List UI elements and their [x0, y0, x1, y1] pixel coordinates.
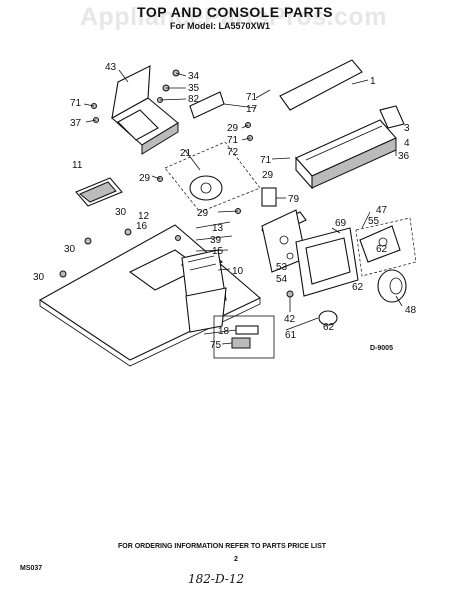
- model-subtitle: For Model: LA5570XW1: [170, 21, 271, 31]
- callout-numbers: 43 34 35 82 71 37 71 17 1 29 71 72 3 4 3…: [33, 62, 417, 351]
- callout: 62: [376, 244, 388, 255]
- callout: 71: [246, 92, 258, 103]
- callout: 21: [180, 148, 192, 159]
- callout: 13: [212, 223, 224, 234]
- watermark: AppliancePartsPros.com: [80, 3, 387, 31]
- callout: 71: [70, 98, 82, 109]
- callout: 34: [188, 71, 200, 82]
- callout: 42: [284, 314, 296, 325]
- callout: 11: [72, 160, 83, 171]
- callout: 62: [323, 322, 335, 333]
- callout: 43: [105, 62, 117, 73]
- callout: 61: [285, 330, 297, 341]
- drawing-number: D-9005: [370, 345, 393, 352]
- page-title: TOP AND CONSOLE PARTS: [137, 4, 333, 20]
- lid-switch: [213, 315, 275, 359]
- callout: 71: [227, 135, 239, 146]
- callout: 75: [210, 340, 222, 351]
- console-cover-panel: [189, 59, 363, 119]
- callout: 30: [115, 207, 127, 218]
- callout: 39: [210, 235, 222, 246]
- callout: 1: [370, 76, 376, 87]
- console-end-cap-left: [111, 65, 179, 155]
- callout: 72: [227, 147, 239, 158]
- callout: 69: [335, 218, 347, 229]
- callout: 35: [188, 83, 200, 94]
- callout: 53: [276, 262, 288, 273]
- callout: 12: [138, 211, 150, 222]
- page-code: MS037: [20, 565, 43, 572]
- callout: 62: [352, 282, 364, 293]
- control-knob: [318, 269, 407, 326]
- ordering-note: FOR ORDERING INFORMATION REFER TO PARTS …: [118, 543, 327, 550]
- page-number: 2: [234, 556, 238, 563]
- lint-screen: [75, 177, 123, 207]
- handwritten-note: 182-D-12: [188, 572, 245, 586]
- callout: 55: [368, 216, 380, 227]
- callout: 10: [232, 266, 244, 277]
- lid-assembly: [181, 249, 227, 333]
- callout: 17: [246, 104, 258, 115]
- control-console-housing: [295, 105, 405, 190]
- callout: 29: [139, 173, 151, 184]
- callout: 18: [218, 326, 230, 337]
- leader-lines: [83, 69, 403, 345]
- callout: 36: [398, 151, 410, 162]
- callout: 71: [260, 155, 272, 166]
- callout: 79: [288, 194, 300, 205]
- callout: 37: [70, 118, 82, 129]
- callout: 4: [404, 138, 410, 149]
- callout: 3: [404, 123, 410, 134]
- callout: 48: [405, 305, 417, 316]
- door-frame: [295, 227, 359, 297]
- callout: 29: [227, 123, 239, 134]
- mounting-bracket: [355, 217, 417, 277]
- callout: 82: [188, 94, 200, 105]
- callout: 30: [64, 244, 76, 255]
- callout: 30: [33, 272, 45, 283]
- callout: 16: [136, 221, 148, 232]
- callout: 47: [376, 205, 388, 216]
- callout: 54: [276, 274, 288, 285]
- callout: 29: [197, 208, 209, 219]
- callout: 29: [262, 170, 274, 181]
- callout: 15: [212, 246, 224, 257]
